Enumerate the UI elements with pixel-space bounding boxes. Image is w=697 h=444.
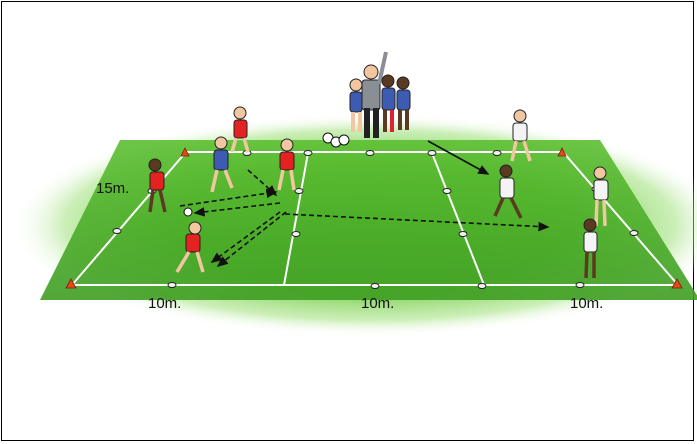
player-blue [349,78,363,132]
red-player [148,158,167,213]
player-blue [396,76,411,130]
white-player [510,109,532,162]
pass-arrow [247,169,278,197]
marker [294,188,304,194]
marker [427,150,437,156]
marker [112,228,122,234]
marker [365,150,375,156]
marker [167,282,177,288]
pass-arrow [210,211,281,263]
marker [629,230,639,236]
width-label: 15m. [96,180,130,197]
blue-player [210,136,234,193]
red-player [175,221,205,273]
ball [338,134,350,146]
ball [183,207,193,217]
run-arrow [427,140,490,175]
marker [291,231,301,237]
marker [303,150,313,156]
cone [557,147,567,157]
marker [575,282,585,288]
cone [180,147,190,157]
white-player [583,218,598,279]
corner-cones [65,147,683,289]
cone [65,278,77,289]
pass-arrow [284,213,550,232]
balls [183,132,350,217]
pass-arrow [216,211,287,267]
zone-2-length-label: 10m. [361,295,395,312]
coach-group [349,51,411,138]
pitch-surface [40,140,697,300]
player-blue [381,74,396,132]
pass-arrows [179,169,550,267]
white-player [593,166,609,227]
marker [458,231,468,237]
red-player [277,138,296,191]
marker [442,188,452,194]
marker [370,283,380,289]
pass-arrow [193,202,281,217]
white-player [493,164,523,219]
zone-3-length-label: 10m. [570,295,604,312]
zone-1-length-label: 10m. [148,295,182,312]
coach [361,51,388,138]
marker [492,150,502,156]
pass-arrow [179,188,278,207]
marker [477,283,487,289]
cone [671,278,683,289]
red-player [230,106,250,153]
